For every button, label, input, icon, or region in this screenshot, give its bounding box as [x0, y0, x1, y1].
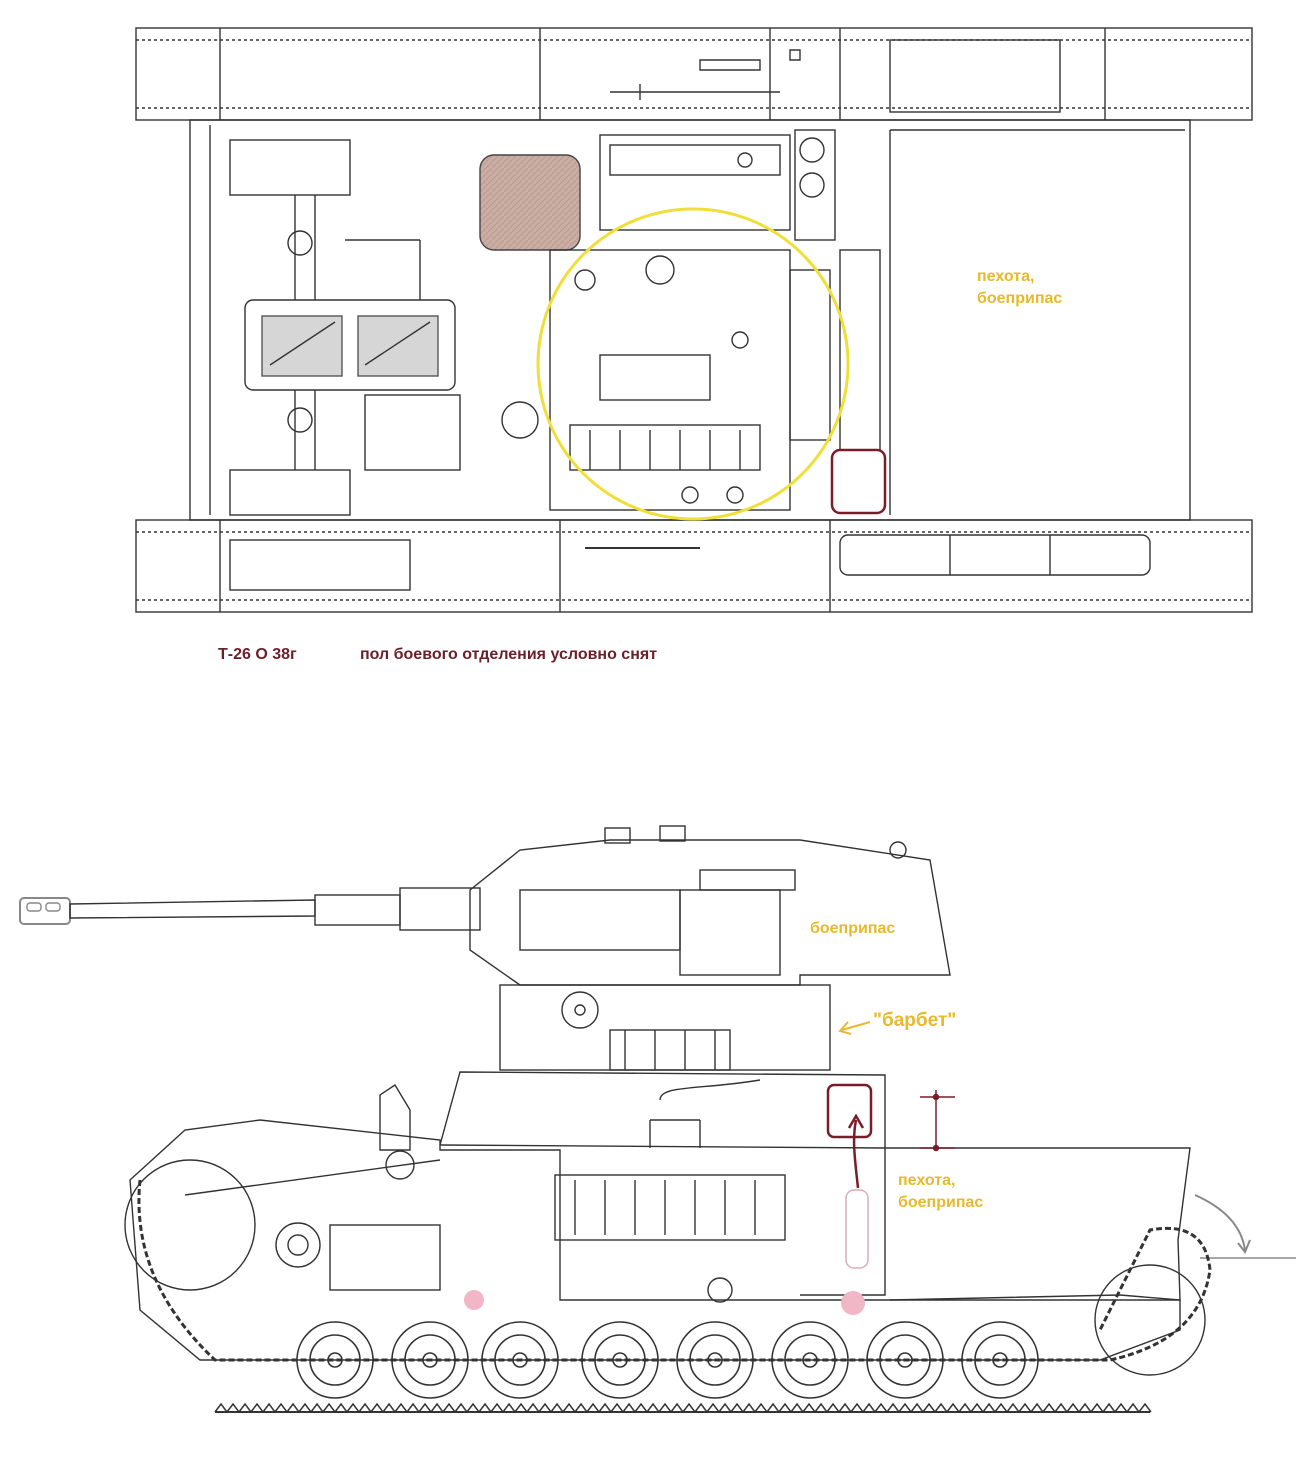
final-drive-bottom: [229, 469, 351, 516]
engine-side: [554, 1174, 786, 1241]
fender-tools: [610, 49, 801, 100]
barbet-arrow: [841, 1021, 871, 1031]
lower-fender: [135, 519, 1253, 613]
fender-tube: [839, 534, 1151, 576]
caption-model: Т-26 О 38г: [218, 646, 297, 663]
track: [137, 1179, 1212, 1362]
plan-infantry-line2: боеприпас: [977, 290, 1063, 307]
caption-note: пол боевого отделения условно снят: [360, 646, 658, 663]
fuel-tank: [479, 154, 581, 251]
rear-idler: [1094, 1264, 1206, 1376]
turret: [469, 839, 951, 986]
barbet-structure: [499, 984, 831, 1071]
sight-wheel: [561, 991, 599, 1029]
side-infantry-line2: боеприпас: [898, 1194, 984, 1211]
headlight: [379, 1084, 411, 1151]
front-sprocket: [124, 1159, 256, 1291]
final-drive-top: [229, 139, 351, 196]
side-marker-arrow: [852, 1119, 860, 1189]
radiator-housing: [599, 134, 791, 231]
gun: [19, 887, 481, 931]
road-wheel: [296, 1321, 374, 1399]
engine-highlight-circle: [536, 207, 850, 521]
road-wheel: [481, 1321, 559, 1399]
rear-arc-arrow: [1194, 1194, 1246, 1251]
side-view: [124, 825, 1296, 1376]
engine-bay: [549, 249, 791, 511]
road-wheel: [676, 1321, 754, 1399]
upper-fender: [135, 27, 1253, 121]
barbet-label: "барбет": [873, 1010, 957, 1031]
infantry-compartment: [885, 1147, 1191, 1301]
ground: [214, 1402, 1152, 1414]
turret-ammo-label: боеприпас: [810, 920, 896, 937]
plan-view: [135, 27, 1253, 613]
fender-box: [889, 39, 1061, 113]
road-wheel: [581, 1321, 659, 1399]
plan-infantry-label: пехота, боеприпас: [977, 266, 1062, 310]
gearbox-side: [329, 1224, 441, 1291]
road-wheel: [866, 1321, 944, 1399]
road-wheel: [771, 1321, 849, 1399]
pink-marker: [841, 1291, 865, 1315]
pink-marker: [464, 1290, 484, 1310]
superstructure: [439, 1071, 886, 1296]
side-marker-box: [826, 1083, 873, 1139]
road-wheel: [391, 1321, 469, 1399]
drive-sprocket-hub: [275, 1222, 321, 1268]
battery-box: [364, 394, 461, 471]
plan-marker-box: [830, 448, 887, 515]
gun-barrel: [69, 899, 316, 919]
side-infantry-line1: пехота,: [898, 1172, 956, 1189]
side-marker-slot: [845, 1189, 869, 1269]
hull-side: [129, 1119, 1181, 1361]
plan-infantry-line1: пехота,: [977, 268, 1035, 285]
side-infantry-label: пехота, боеприпас: [898, 1170, 983, 1214]
road-wheels: [296, 1321, 1039, 1399]
engine-cylinder-bank: [569, 424, 761, 471]
height-dimension: [920, 1090, 955, 1152]
gearbox: [244, 299, 456, 391]
road-wheel: [961, 1321, 1039, 1399]
